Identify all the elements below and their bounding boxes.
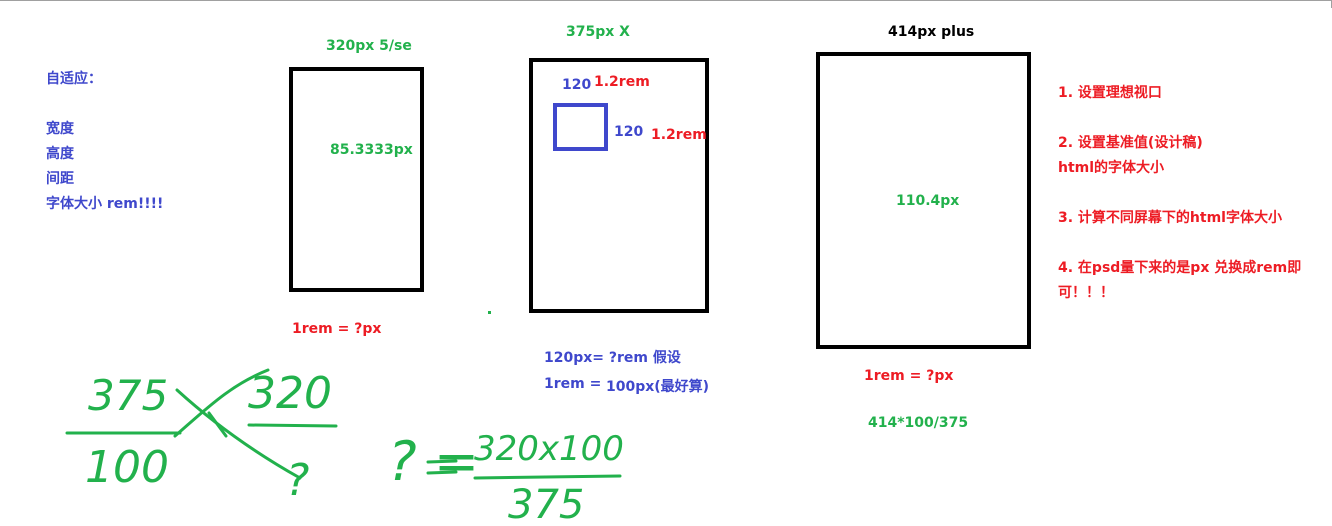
phone-320-formula: 1rem = ?px — [292, 321, 382, 337]
box-width-value: 120 — [562, 77, 592, 93]
adaptive-title: 自适应： — [46, 71, 102, 87]
right-fraction-bar — [247, 423, 338, 428]
cross-line-2 — [173, 368, 270, 438]
cross-tick — [207, 411, 228, 438]
note-width: 宽度 — [46, 121, 74, 137]
phone-375-label: 375px X — [566, 24, 630, 40]
hand-equation-numerator: 320x100 — [474, 429, 624, 469]
phone-414-inner-value: 110.4px — [896, 193, 960, 209]
phone-375-formula-2b: 100px(最好算) — [606, 379, 710, 395]
phone-320-inner-value: 85.3333px — [330, 142, 413, 158]
phone-320-frame — [289, 67, 424, 292]
note-spacing: 间距 — [46, 171, 74, 187]
hand-320-top: 320 — [248, 368, 332, 419]
equation-fraction-bar — [473, 474, 622, 480]
step-4a: 4. 在psd量下来的是px 兑换成rem即 — [1058, 260, 1302, 276]
hand-question-bottom: ? — [286, 455, 309, 506]
hand-equation-left: ? = — [388, 430, 479, 493]
phone-414-calc: 414*100/375 — [868, 415, 969, 431]
note-font-size: 字体大小 rem!!!! — [46, 196, 164, 212]
phone-414-frame — [816, 52, 1031, 349]
hand-100-bottom: 100 — [85, 442, 169, 493]
phone-375-frame — [529, 58, 709, 313]
phone-414-label: 414px plus — [888, 24, 975, 40]
step-3: 3. 计算不同屏幕下的html字体大小 — [1058, 210, 1282, 226]
equals-top — [426, 459, 458, 464]
phone-320-label: 320px 5/se — [326, 38, 412, 54]
phone-375-formula-1: 120px= ?rem 假设 — [544, 350, 681, 366]
equals-bottom — [426, 470, 458, 475]
step-2b: html的字体大小 — [1058, 160, 1165, 176]
phone-375-formula-2a: 1rem = — [544, 376, 602, 392]
step-2a: 2. 设置基准值(设计稿) — [1058, 135, 1203, 151]
stray-dot — [488, 311, 491, 314]
hand-375-top: 375 — [88, 371, 168, 420]
hand-equation-denominator: 375 — [508, 482, 584, 526]
phone-414-formula: 1rem = ?px — [864, 368, 954, 384]
note-height: 高度 — [46, 146, 74, 162]
cross-line-1 — [175, 388, 302, 480]
box-height-rem: 1.2rem — [651, 127, 707, 143]
step-1: 1. 设置理想视口 — [1058, 85, 1162, 101]
sample-box — [553, 103, 608, 151]
box-height-value: 120 — [614, 124, 644, 140]
box-width-rem: 1.2rem — [594, 74, 650, 90]
step-4b: 可！！！ — [1058, 285, 1114, 301]
